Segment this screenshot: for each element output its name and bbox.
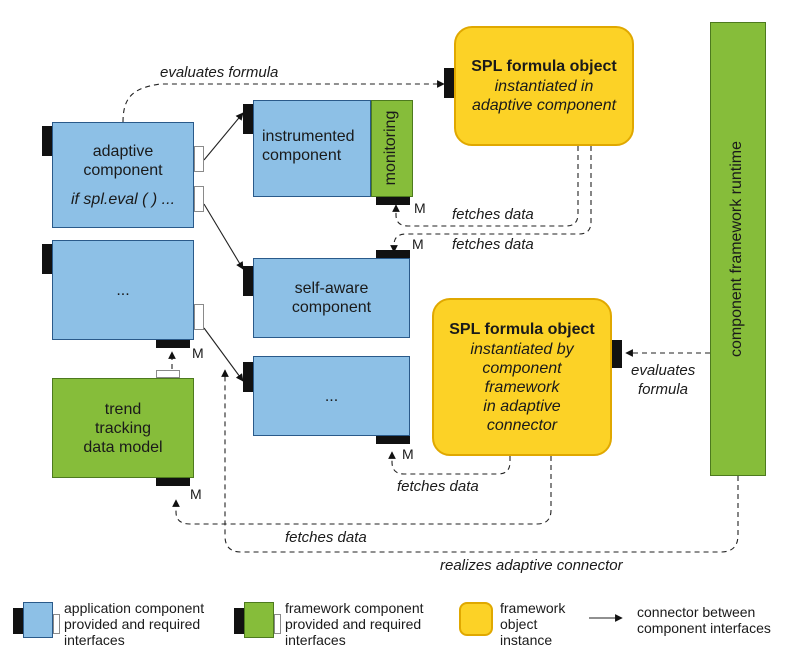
instrumented-component: instrumented component (253, 100, 371, 197)
iface-trend-top (156, 370, 180, 378)
label-fetches-data-2: fetches data (452, 236, 534, 253)
port-trend-bottom (156, 478, 190, 486)
instrumented-component-label-2: component (262, 147, 342, 164)
marker-m-5: M (190, 486, 202, 502)
spl-top-line-1: instantiated in (494, 78, 594, 95)
spl-mid-line-1: instantiated by (470, 340, 574, 358)
trend-label-3: data model (83, 438, 163, 456)
adaptive-component: adaptive component if spl.eval ( ) ... (52, 122, 194, 228)
app-component-ellipsis-left: ... (52, 240, 194, 340)
label-realizes-adaptive-connector: realizes adaptive connector (440, 557, 623, 574)
marker-m-1: M (414, 200, 426, 216)
monitoring-label: monitoring (382, 110, 399, 186)
component-framework-runtime (710, 22, 766, 476)
trend-label-1: trend (104, 400, 142, 418)
legend-conn-line-2: component interfaces (637, 620, 771, 636)
iface-adaptive-1 (194, 146, 204, 172)
legend-fw-line-3: interfaces (285, 632, 346, 648)
legend-app-text: application component provided and requi… (64, 600, 204, 648)
adaptive-component-label-2: component (83, 161, 163, 179)
connector-adaptive-selfaware (203, 203, 244, 270)
spl-mid-line-5: connector (486, 416, 558, 434)
port-spl-mid (612, 340, 622, 368)
iface-adaptive-2 (194, 186, 204, 212)
port-ellipsis-left-bottom (156, 340, 190, 348)
ellipsis-left-label: ... (116, 281, 130, 299)
legend-app-line-2: provided and required (64, 616, 201, 632)
monitoring-component (371, 100, 413, 197)
legend-app-line-3: interfaces (64, 632, 125, 648)
adaptive-component-label-1: adaptive (92, 142, 154, 160)
spl-top-title: SPL formula object (471, 58, 617, 75)
port-ellipsis-mid-bottom (376, 436, 410, 444)
spl-mid-line-3: framework (484, 378, 560, 396)
self-aware-label-1: self-aware (294, 280, 369, 297)
connector-fetches-data-4 (172, 456, 552, 525)
instrumented-component-label-1: instrumented (262, 128, 355, 145)
ellipsis-mid-label: ... (324, 387, 339, 405)
label-evaluates-right-1: evaluates (631, 362, 696, 379)
spl-formula-object-mid: SPL formula object instantiated by compo… (432, 298, 612, 456)
port-spl-top (444, 68, 454, 98)
connector-adaptive-instrumented (203, 112, 244, 161)
legend-obj-line-1: framework (500, 600, 566, 616)
spl-mid-title: SPL formula object (449, 320, 595, 338)
iface-ellipsis-left (194, 304, 204, 330)
label-evaluates-right-2: formula (638, 381, 689, 398)
port-ellipsis-mid (243, 362, 253, 392)
marker-m-3: M (412, 236, 424, 252)
legend-conn-line-1: connector between (637, 604, 756, 620)
port-self-aware-top (376, 250, 410, 258)
connector-fetches-data-3 (388, 451, 511, 475)
port-instrumented (243, 104, 253, 134)
spl-mid-line-4: in adaptive (483, 397, 561, 415)
legend-app-line-1: application component (64, 600, 205, 616)
self-aware-label-2: component (291, 299, 372, 316)
legend-fw-line-1: framework component (285, 600, 424, 616)
trend-label-2: tracking (94, 419, 152, 437)
port-monitoring-bottom (376, 197, 410, 205)
connector-fetches-data-2 (390, 146, 592, 253)
label-fetches-data-3: fetches data (397, 478, 479, 495)
legend-fw-iface (274, 614, 281, 634)
label-evaluates-formula-top: evaluates formula (160, 64, 279, 81)
legend-obj-line-2: object (500, 616, 538, 632)
legend-conn-text: connector between component interfaces (637, 604, 771, 636)
label-fetches-data-1: fetches data (452, 206, 534, 223)
app-component-ellipsis-mid: ... (253, 356, 410, 436)
spl-mid-line-2: component (482, 359, 562, 377)
legend-obj-swatch (459, 602, 493, 636)
trend-tracking-data-model: trend tracking data model (52, 378, 194, 478)
legend-app-port (13, 608, 23, 634)
legend-fw-port (234, 608, 244, 634)
self-aware-component: self-aware component (253, 258, 410, 338)
marker-m-4: M (402, 446, 414, 462)
connector-ellipsis-ellipsis (203, 327, 244, 382)
adaptive-component-code: if spl.eval ( ) ... (70, 190, 176, 208)
spl-top-line-2: adaptive component (471, 97, 617, 114)
legend-app-iface (53, 614, 60, 634)
connector-fetches-data-1 (392, 146, 579, 227)
port-self-aware (243, 266, 253, 296)
legend-fw-swatch (244, 602, 274, 638)
legend-fw-text: framework component provided and require… (285, 600, 424, 648)
port-adaptive (42, 126, 52, 156)
legend-obj-line-3: instance (500, 632, 553, 648)
runtime-label: component framework runtime (728, 140, 745, 358)
marker-m-2: M (192, 345, 204, 361)
legend-obj-text: framework object instance (500, 600, 565, 648)
legend-fw-line-2: provided and required (285, 616, 422, 632)
spl-formula-object-top: SPL formula object instantiated in adapt… (454, 26, 634, 146)
label-fetches-data-4: fetches data (285, 529, 367, 546)
legend-app-swatch (23, 602, 53, 638)
connector-realizes (221, 369, 739, 553)
port-ellipsis-left (42, 244, 52, 274)
